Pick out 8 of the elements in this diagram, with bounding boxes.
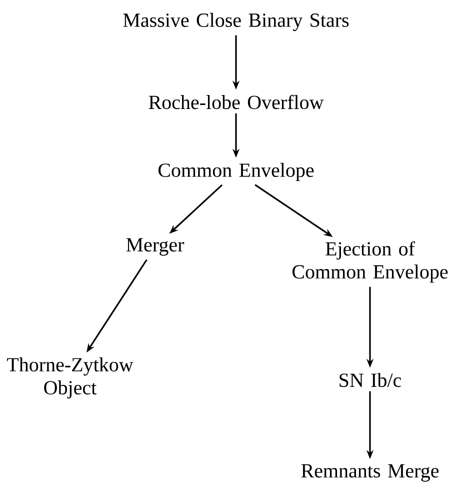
stage-label: Thorne-Zytkow Object: [7, 357, 134, 399]
stage-label: Ejection of Common Envelope: [292, 241, 448, 283]
stage-label: Roche-lobe Overflow: [148, 94, 324, 110]
stage-label: Merger: [126, 238, 184, 256]
stage-label: Massive Close Binary Stars: [123, 12, 349, 32]
stage-label: Common Envelope: [158, 162, 314, 182]
stage-label: SN Ib/c: [340, 372, 402, 388]
stage-label: Remnants Merge: [301, 464, 439, 482]
